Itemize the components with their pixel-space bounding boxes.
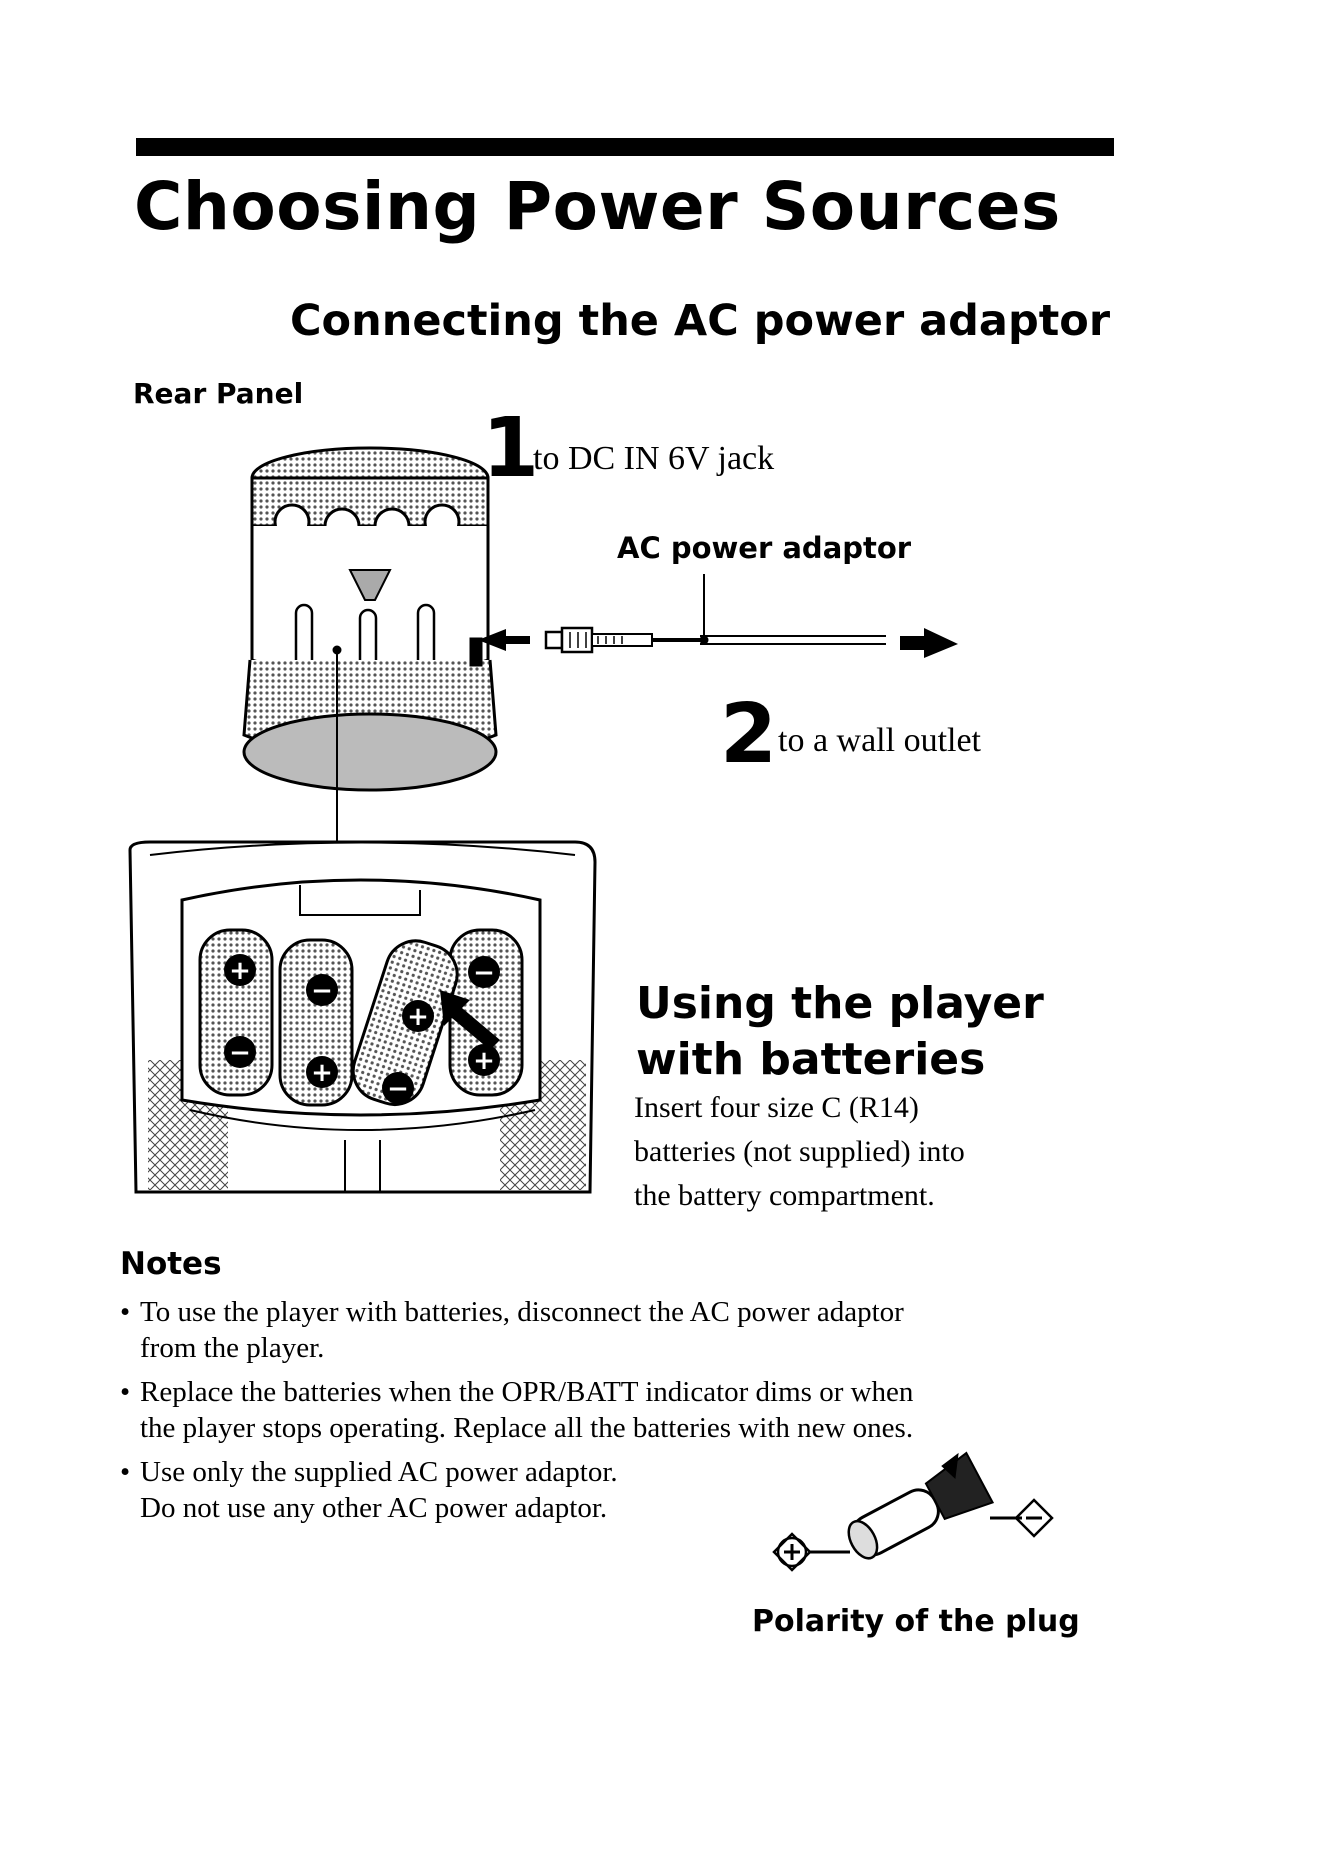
page-title: Choosing Power Sources	[134, 168, 1061, 245]
arrow-right-icon	[900, 628, 958, 658]
note-line: To use the player with batteries, discon…	[140, 1296, 904, 1328]
svg-text:+: +	[473, 1046, 495, 1076]
section-heading-line: with batteries	[636, 1034, 986, 1085]
arrow-left-icon	[478, 629, 530, 651]
note-item: Use only the supplied AC power adaptor. …	[120, 1454, 1120, 1526]
step-2-number: 2	[720, 687, 778, 782]
battery-compartment-illustration	[128, 840, 597, 1194]
note-line: Do not use any other AC power adaptor.	[140, 1492, 608, 1524]
notes-heading: Notes	[120, 1246, 222, 1282]
step-2-text: to a wall outlet	[778, 722, 982, 759]
ac-adaptor-label: AC power adaptor	[617, 531, 912, 565]
svg-text:+: +	[407, 1002, 429, 1032]
note-line: from the player.	[140, 1332, 325, 1364]
section-heading-batteries: Using the player with batteries	[636, 976, 1156, 1088]
step-1-text: to DC IN 6V jack	[533, 440, 775, 477]
note-item: Replace the batteries when the OPR/BATT …	[120, 1374, 1120, 1446]
body-line: batteries (not supplied) into	[634, 1135, 965, 1168]
body-line: the battery compartment.	[634, 1179, 935, 1212]
top-rule	[136, 138, 1114, 156]
battery-polarity-markers: + − − + + − − +	[224, 954, 500, 1104]
step-1-number: 1	[482, 401, 540, 496]
insert-arrow-icon	[440, 990, 500, 1050]
body-line: Insert four size C (R14)	[634, 1091, 919, 1124]
svg-text:−: −	[311, 976, 333, 1006]
svg-text:−: −	[473, 958, 495, 988]
batteries-instructions: Insert four size C (R14) batteries (not …	[634, 1086, 1154, 1218]
svg-text:−: −	[387, 1074, 409, 1104]
svg-text:−: −	[229, 1038, 251, 1068]
rear-panel-label: Rear Panel	[133, 377, 304, 410]
note-line: Use only the supplied AC power adaptor.	[140, 1456, 618, 1488]
section-heading-ac-adaptor: Connecting the AC power adaptor	[290, 296, 1111, 346]
notes-list: To use the player with batteries, discon…	[120, 1294, 1120, 1534]
section-heading-line: Using the player	[636, 978, 1044, 1029]
plug-polarity-label: Polarity of the plug	[752, 1604, 1080, 1639]
note-line: the player stops operating. Replace all …	[140, 1412, 914, 1444]
svg-text:+: +	[229, 956, 251, 986]
note-line: Replace the batteries when the OPR/BATT …	[140, 1376, 914, 1408]
adaptor-cable	[544, 574, 886, 654]
svg-text:+: +	[311, 1058, 333, 1088]
note-item: To use the player with batteries, discon…	[120, 1294, 1120, 1366]
player-illustration	[242, 446, 498, 842]
